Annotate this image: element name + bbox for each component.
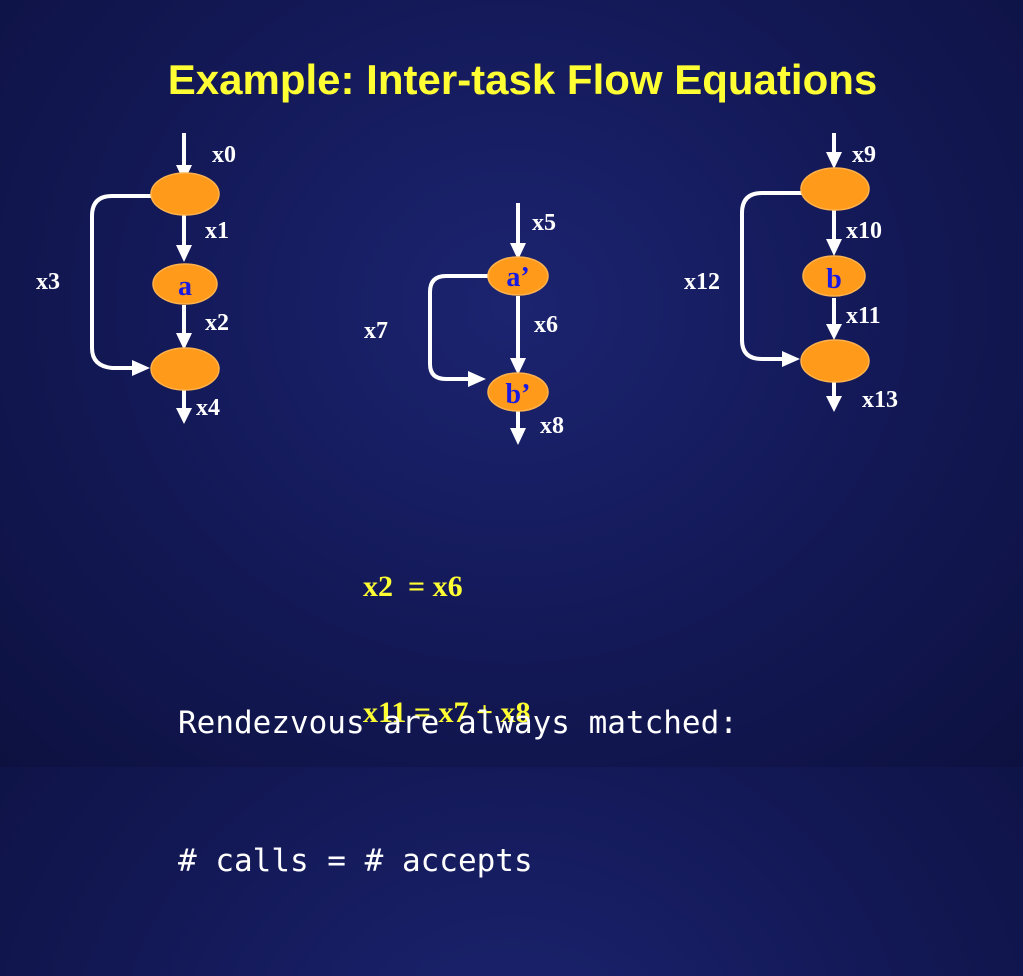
edge-x12 <box>740 191 802 361</box>
edge-label-x2: x2 <box>205 310 229 336</box>
arrowhead-icon <box>826 396 842 412</box>
flow-diagram: a x0 x1 x2 x3 x4 a’ b’ x5 x6 <box>36 133 898 445</box>
task-middle-bottom-node <box>487 372 549 412</box>
arrowhead-icon <box>510 428 526 445</box>
task-b-node <box>802 255 866 297</box>
task-middle-top-label: a’ <box>506 262 529 293</box>
edge-label-x11: x11 <box>846 303 881 329</box>
task-b-exit-node <box>800 339 870 383</box>
arrowhead-icon <box>176 408 192 424</box>
task-a-graph: a x0 x1 x2 x3 x4 <box>36 133 236 424</box>
edge-label-x6: x6 <box>534 312 558 338</box>
task-b-entry-node <box>800 167 870 211</box>
equation-line-2: x11 = x7 + x8 <box>363 696 531 729</box>
task-a-node-label: a <box>178 271 192 302</box>
edge-label-x4: x4 <box>196 395 220 421</box>
edge-label-x10: x10 <box>846 218 882 244</box>
arrowhead-icon <box>510 243 526 260</box>
task-middle-graph: a’ b’ x5 x6 x7 x8 <box>364 203 564 445</box>
flow-equations: x2 = x6 x11 = x7 + x8 <box>363 482 531 818</box>
arrowhead-icon <box>782 351 800 367</box>
edge-label-x9: x9 <box>852 142 876 168</box>
equation-line-1: x2 = x6 <box>363 570 463 603</box>
edge-label-x0: x0 <box>212 142 236 168</box>
arrowhead-icon <box>468 371 486 387</box>
edge-label-x8: x8 <box>540 413 564 439</box>
arrowhead-icon <box>826 152 842 169</box>
edge-x3 <box>90 194 152 370</box>
note-line-1: Rendezvous are always matched: <box>178 705 738 741</box>
task-b-node-label: b <box>826 264 842 295</box>
edge-x7 <box>428 274 490 381</box>
task-b-graph: b x9 x10 x11 x12 x13 <box>684 133 898 413</box>
edge-label-x3: x3 <box>36 269 60 295</box>
slide: Example: Inter-task Flow Equations a x0 <box>36 56 898 729</box>
slide-title: Example: Inter-task Flow Equations <box>167 56 878 103</box>
arrowhead-icon <box>176 333 192 350</box>
arrowhead-icon <box>826 239 842 256</box>
arrowhead-icon <box>132 360 150 376</box>
arrowhead-icon <box>176 245 192 262</box>
task-middle-top-node <box>487 256 549 296</box>
task-a-entry-node <box>150 172 220 216</box>
arrowhead-icon <box>510 358 526 375</box>
task-a-exit-node <box>150 347 220 391</box>
task-a-node <box>152 263 218 305</box>
rendezvous-note: Rendezvous are always matched: # calls =… <box>178 608 738 976</box>
edge-label-x12: x12 <box>684 269 720 295</box>
arrowhead-icon <box>826 324 842 340</box>
edge-label-x13: x13 <box>862 387 898 413</box>
edge-label-x5: x5 <box>532 210 556 236</box>
edge-label-x1: x1 <box>205 218 229 244</box>
edge-label-x7: x7 <box>364 318 388 344</box>
note-line-2: # calls = # accepts <box>178 843 533 879</box>
task-middle-bottom-label: b’ <box>506 379 531 410</box>
